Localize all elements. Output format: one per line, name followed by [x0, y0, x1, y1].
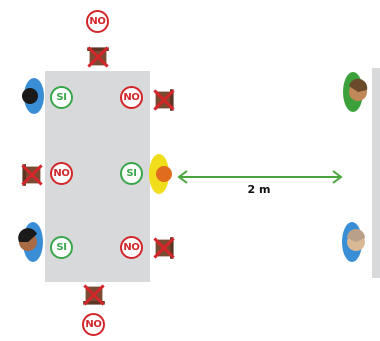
no-badge: NO: [120, 236, 143, 259]
no-label: NO: [85, 318, 102, 330]
person-topview-icon: [149, 154, 172, 194]
no-label: NO: [53, 167, 70, 179]
no-label: NO: [123, 91, 140, 103]
person-topview-icon: [22, 78, 44, 114]
si-label: SI: [126, 167, 137, 179]
crossed-chair-icon: [83, 284, 105, 306]
si-badge: SI: [50, 236, 73, 259]
person-topview-icon: [343, 72, 368, 112]
distance-arrow: [177, 170, 343, 184]
si-label: SI: [56, 241, 67, 253]
crossed-chair-icon: [153, 89, 175, 111]
no-badge: NO: [82, 313, 105, 336]
crossed-chair-icon: [21, 164, 43, 186]
no-badge: NO: [50, 162, 73, 185]
no-label: NO: [123, 241, 140, 253]
no-label: NO: [89, 15, 106, 27]
person-topview-icon: [18, 222, 43, 262]
si-badge: SI: [120, 162, 143, 185]
si-badge: SI: [50, 86, 73, 109]
no-badge: NO: [120, 86, 143, 109]
crossed-chair-icon: [87, 46, 109, 68]
distance-label: 2 m: [247, 183, 271, 196]
table-right: [372, 68, 380, 278]
crossed-chair-icon: [153, 237, 175, 259]
person-topview-icon: [342, 222, 365, 262]
si-label: SI: [56, 91, 67, 103]
no-badge: NO: [86, 10, 109, 33]
